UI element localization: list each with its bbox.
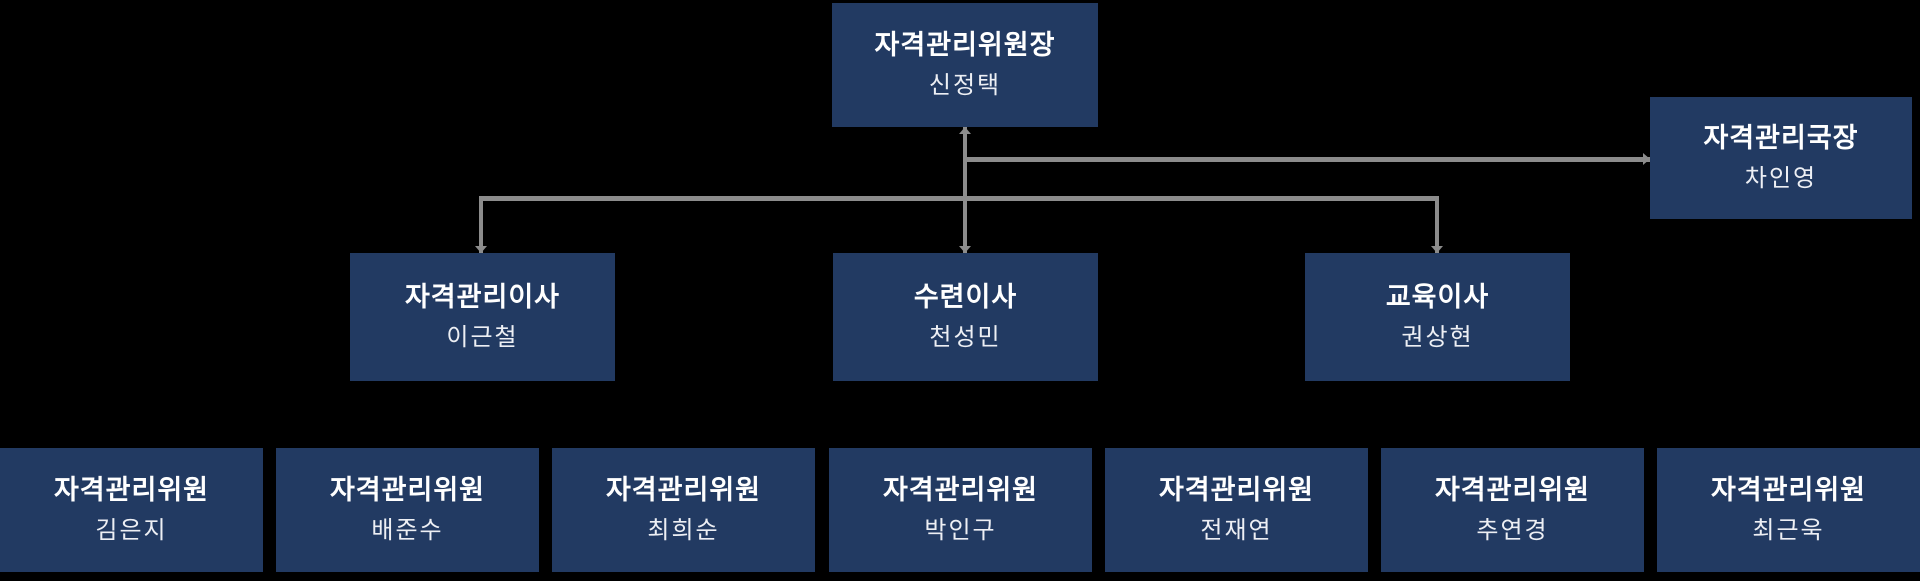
member-box: 자격관리위원 추연경	[1381, 448, 1644, 572]
member-box: 자격관리위원 전재연	[1105, 448, 1368, 572]
arrowhead-to-director-general	[1643, 153, 1650, 165]
member-name: 배준수	[371, 517, 444, 544]
member-box: 자격관리위원 최희순	[552, 448, 815, 572]
member-title: 자격관리위원	[605, 475, 762, 505]
director-general-title: 자격관리국장	[1703, 123, 1859, 153]
chairman-name: 신정택	[928, 72, 1002, 99]
director-name: 이근철	[446, 324, 519, 351]
director-title: 교육이사	[1385, 282, 1490, 312]
member-title: 자격관리위원	[882, 475, 1039, 505]
member-title: 자격관리위원	[329, 475, 486, 505]
director-name: 천성민	[929, 324, 1002, 351]
connector-director-general-horizontal	[963, 157, 1650, 162]
member-title: 자격관리위원	[1710, 475, 1867, 505]
member-title: 자격관리위원	[1158, 475, 1315, 505]
member-name: 김은지	[95, 517, 168, 544]
member-title: 자격관리위원	[1434, 475, 1591, 505]
connector-director3-vertical	[1435, 196, 1439, 253]
member-box: 자격관리위원 최근욱	[1657, 448, 1920, 572]
member-name: 최희순	[647, 517, 720, 544]
connector-chairman-vertical	[963, 127, 967, 253]
member-box: 자격관리위원 배준수	[276, 448, 539, 572]
member-name: 최근욱	[1752, 517, 1825, 544]
member-title: 자격관리위원	[53, 475, 210, 505]
member-name: 전재연	[1200, 517, 1273, 544]
member-box: 자격관리위원 박인구	[829, 448, 1092, 572]
arrowhead-to-director3	[1431, 246, 1443, 253]
arrowhead-to-chairman	[959, 127, 971, 134]
director-title: 수련이사	[913, 282, 1018, 312]
arrowhead-to-director1	[475, 246, 487, 253]
director-general-box: 자격관리국장 차인영	[1650, 97, 1912, 219]
connector-director1-vertical	[479, 196, 483, 253]
connector-directors-horizontal	[479, 196, 1439, 201]
director-box-education: 교육이사 권상현	[1305, 253, 1570, 381]
member-box: 자격관리위원 김은지	[0, 448, 263, 572]
director-box-qualification: 자격관리이사 이근철	[350, 253, 615, 381]
director-box-training: 수련이사 천성민	[833, 253, 1098, 381]
member-name: 추연경	[1476, 517, 1549, 544]
director-name: 권상현	[1401, 324, 1474, 351]
director-general-name: 차인영	[1744, 165, 1818, 192]
chairman-title: 자격관리위원장	[874, 30, 1056, 60]
chairman-box: 자격관리위원장 신정택	[832, 3, 1098, 127]
arrowhead-to-director2	[959, 246, 971, 253]
director-title: 자격관리이사	[404, 282, 561, 312]
member-name: 박인구	[924, 517, 997, 544]
